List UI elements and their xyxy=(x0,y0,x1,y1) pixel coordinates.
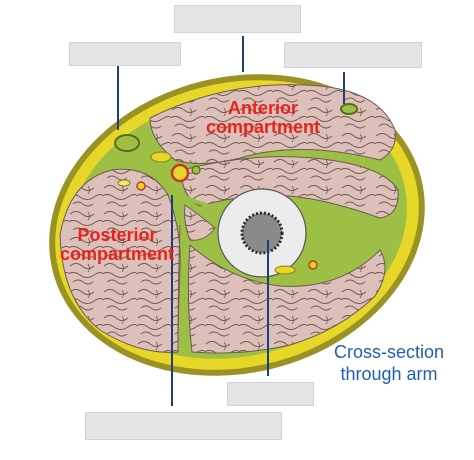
cephalic-vein xyxy=(114,134,140,152)
blank-label-top xyxy=(174,5,301,33)
posterior-muscle-right xyxy=(187,243,386,354)
posterior-label-line2: compartment xyxy=(59,244,175,264)
profunda-brachii-artery xyxy=(308,260,318,270)
caption-line2: through arm xyxy=(340,364,438,384)
lateral-vessel xyxy=(340,103,358,115)
musculocutaneous-nerve xyxy=(150,151,172,163)
brachial-vein-a xyxy=(191,165,201,175)
anterior-label-line2: compartment xyxy=(205,117,321,137)
blank-label-septum xyxy=(85,412,282,440)
bone-marrow xyxy=(240,211,284,255)
caption-line1: Cross-section xyxy=(333,342,445,362)
ulnar-nerve xyxy=(117,179,131,187)
blank-label-right xyxy=(284,42,422,68)
cross-section-caption: Cross-section through arm xyxy=(328,341,450,385)
radial-nerve xyxy=(274,265,296,275)
anterior-label-line1: Anterior xyxy=(227,98,298,118)
anterior-compartment-muscle xyxy=(149,84,396,165)
septum-line xyxy=(177,224,181,353)
blank-label-bone xyxy=(227,382,314,406)
basilic-vein xyxy=(136,181,146,191)
posterior-muscle-mid xyxy=(184,204,216,241)
blank-label-left xyxy=(69,42,181,66)
anterior-compartment-label: Anterior compartment xyxy=(198,99,328,137)
posterior-compartment-muscle xyxy=(59,168,181,353)
brachial-artery xyxy=(170,163,190,183)
posterior-compartment-label: Posterior compartment xyxy=(47,226,187,264)
posterior-label-line1: Posterior xyxy=(77,225,157,245)
